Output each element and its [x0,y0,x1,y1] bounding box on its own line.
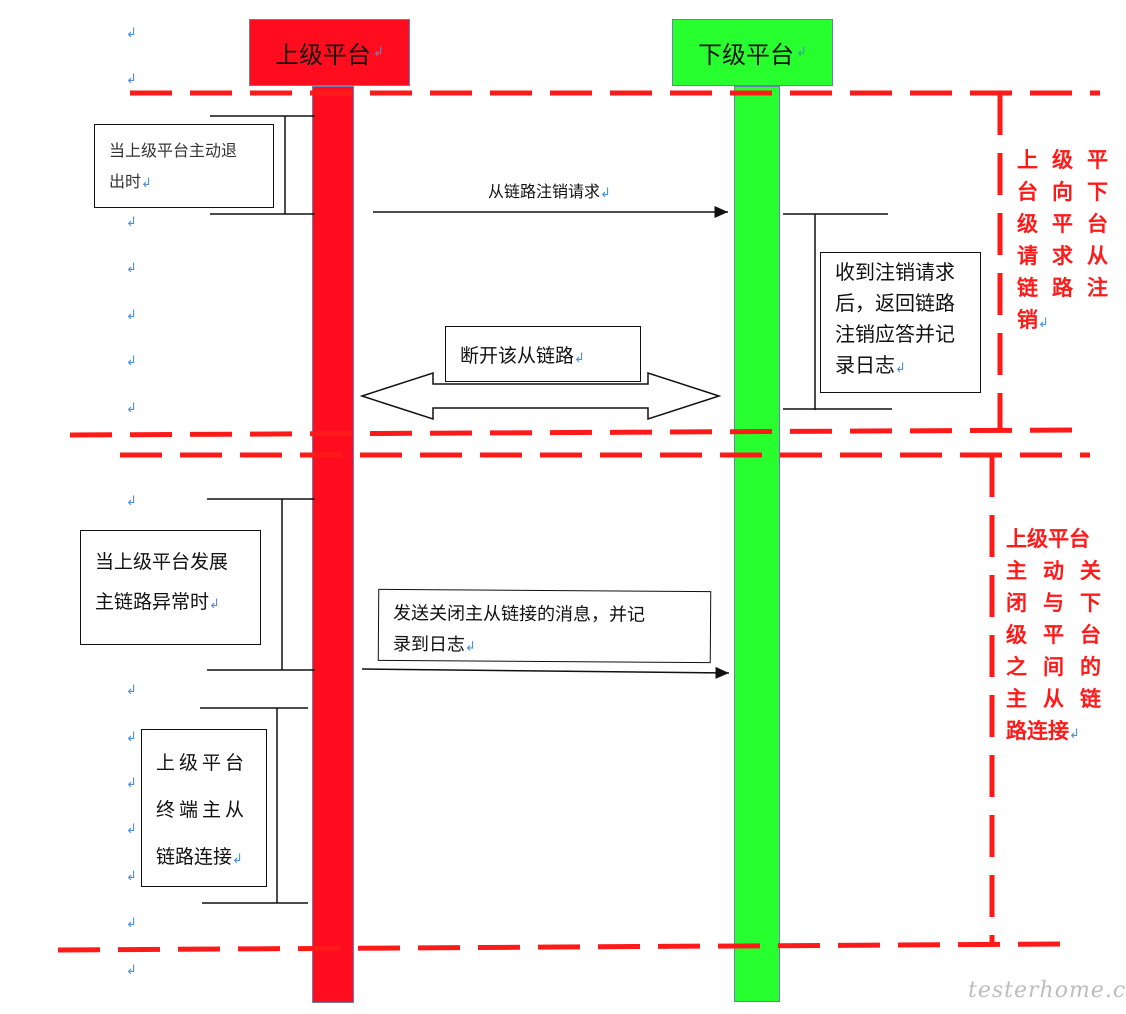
paragraph-mark: ↲ [126,822,137,837]
deregister-request-label: 从链路注销请求↲ [488,182,611,201]
disconnect-double-arrow [359,371,722,421]
paragraph-mark: ↲ [126,26,137,41]
paragraph-mark: ↲ [126,401,137,416]
paragraph-mark: ↲ [126,354,137,369]
upper-exit-box: 当上级平台主动退 出时↲ [94,124,274,208]
paragraph-mark: ↲ [126,308,137,323]
disconnect-label-box: 断开该从链路↲ [445,326,641,382]
section2-bottom-dash [57,941,1066,953]
paragraph-mark: ↲ [895,361,906,376]
paragraph-mark: ↲ [126,494,137,509]
paragraph-mark: ↲ [126,963,137,978]
upper-platform-header: 上级平台 ↲ [249,19,410,86]
terminate-line1: 上级平台 [156,752,249,774]
lower-platform-lifeline [734,86,780,1002]
paragraph-mark: ↲ [126,730,137,745]
terminate-line2: 终端主从 [156,799,249,821]
paragraph-mark: ↲ [141,176,152,191]
paragraph-mark: ↲ [126,776,137,791]
lower-response-box: 收到注销请求 后，返回链路 注销应答并记 录日志↲ [820,252,981,393]
paragraph-mark: ↲ [464,639,476,655]
paragraph-mark: ↲ [126,916,137,931]
terminate-line3: 链路连接 [156,846,233,868]
paragraph-mark: ↲ [373,44,384,60]
paragraph-mark: ↲ [1038,316,1049,331]
paragraph-mark: ↲ [126,72,137,87]
upper-exit-text-line1: 当上级平台主动退 [109,141,238,160]
close-message-box: 发送关闭主从链接的消息，并记 录到日志↲ [377,588,712,664]
main-link-abnormal-line1: 当上级平台发展 [95,551,229,573]
lower-response-line1: 收到注销请求 [835,260,955,284]
paragraph-mark: ↲ [126,683,137,698]
close-message-line2: 录到日志 [392,633,465,656]
close-message-arrow [361,666,730,679]
main-link-abnormal-box: 当上级平台发展 主链路异常时↲ [80,530,261,645]
paragraph-mark: ↲ [209,597,220,612]
terminate-link-box: 上级平台 终端主从 链路连接↲ [141,729,267,887]
paragraph-mark: ↲ [1069,727,1080,742]
disconnect-label: 断开该从链路 [460,345,575,367]
lower-platform-header: 下级平台 ↲ [672,19,833,86]
section1-side-note: 上级平 台向下 级平台 请求从 链路注 销↲ [1017,148,1108,332]
section1-bottom-dash [69,427,1076,438]
lower-platform-label: 下级平台 [698,41,795,69]
upper-platform-lifeline [312,86,354,1003]
paragraph-mark: ↲ [796,44,807,60]
paragraph-mark: ↲ [126,261,137,276]
lower-response-line4: 录日志 [835,353,895,377]
upper-exit-text-line2: 出时 [109,172,142,191]
lower-response-line3: 注销应答并记 [835,322,955,346]
paragraph-mark: ↲ [126,215,137,230]
paragraph-mark: ↲ [574,351,585,366]
watermark: testerhome.com [968,978,1126,1003]
paragraph-mark: ↲ [126,869,137,884]
main-link-abnormal-line2: 主链路异常时 [95,591,210,613]
close-message-line1: 发送关闭主从链接的消息，并记 [393,602,646,626]
lower-response-line2: 后，返回链路 [835,291,955,315]
upper-platform-label: 上级平台 [275,41,372,69]
section2-side-note: 上级平台 主动关 闭与下 级平台 之间的 主从链 路连接↲ [1006,527,1101,743]
paragraph-mark: ↲ [600,186,611,201]
paragraph-mark: ↲ [232,852,243,867]
